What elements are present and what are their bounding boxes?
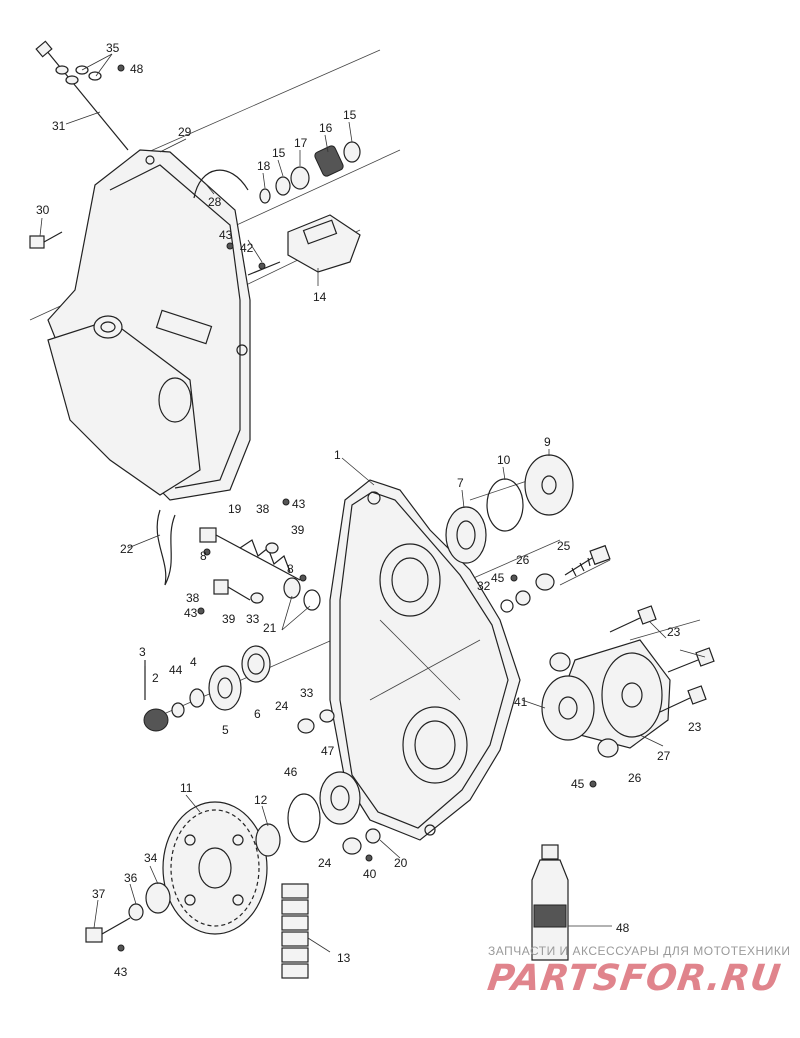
callout-28: 28 [208,195,222,209]
callout-26a: 26 [516,553,530,567]
shaft-31 [35,40,129,151]
callout-16: 16 [319,121,333,135]
callout-17: 17 [294,136,308,150]
callout-26b: 26 [628,771,642,785]
callout-46: 46 [284,765,298,779]
callout-25: 25 [557,539,571,553]
callout-2: 2 [152,671,159,685]
bolt-30 [29,231,63,249]
chain-case-cover [47,149,251,501]
callout-9: 9 [544,435,551,449]
callout-12: 12 [254,793,268,807]
callout-19: 19 [228,502,242,516]
callout-43b: 43 [292,497,306,511]
callout-1: 1 [334,448,341,462]
bearing-group-upper [445,454,574,564]
callout-44: 44 [169,663,183,677]
callout-20: 20 [394,856,408,870]
callout-45b: 45 [571,777,585,791]
callout-42: 42 [240,241,254,255]
callout-23b: 23 [688,720,702,734]
callout-38a: 38 [256,502,270,516]
tensioner-group [193,141,361,276]
sprocket-group [85,801,281,952]
callout-5: 5 [222,723,229,737]
callout-31: 31 [52,119,66,133]
callout-48b: 48 [616,921,630,935]
callout-43a: 43 [219,228,233,242]
gear-case [329,479,521,841]
callout-14: 14 [313,290,327,304]
callout-45a: 45 [491,571,505,585]
callout-43c: 43 [184,606,198,620]
small-gear-group [143,645,271,732]
oil-bottle-48 [531,844,569,961]
callout-39b: 39 [222,612,236,626]
callout-41: 41 [514,695,528,709]
callout-22: 22 [120,542,134,556]
callout-11: 11 [180,781,193,795]
chain-13 [281,883,309,979]
bearing-cover-group [541,605,715,788]
callout-39a: 39 [291,523,305,537]
callout-36: 36 [124,871,138,885]
callout-10: 10 [497,453,511,467]
pin-22 [156,509,176,586]
callout-47: 47 [321,744,335,758]
watermark-logo: PARTSFOR.RU [485,958,784,999]
callout-40: 40 [363,867,377,881]
callout-6: 6 [254,707,261,721]
leader-lines [39,53,706,953]
callout-15a: 15 [343,108,357,122]
callout-30: 30 [36,203,50,217]
callout-48a: 48 [130,62,144,76]
callout-33b: 33 [300,686,314,700]
callout-13: 13 [337,951,351,965]
bolt-25-group [500,544,611,613]
callout-7: 7 [457,476,464,490]
callout-8b: 8 [287,562,294,576]
watermark-tagline: ЗАПЧАСТИ И АКСЕССУАРЫ ДЛЯ МОТОТЕХНИКИ [488,944,791,958]
bearing-group-lower [287,771,361,843]
callout-4: 4 [190,655,197,669]
bolt-spring-group [197,498,321,615]
callout-33a: 33 [246,612,260,626]
callout-35: 35 [106,41,120,55]
callout-3: 3 [139,645,146,659]
nuts-24-33 [297,709,381,862]
callout-21: 21 [263,621,277,635]
callout-24b: 24 [318,856,332,870]
callout-43d: 43 [114,965,128,979]
callout-18: 18 [257,159,271,173]
callout-34: 34 [144,851,158,865]
callout-29: 29 [178,125,192,139]
callout-32: 32 [477,579,491,593]
callout-27: 27 [657,749,671,763]
callout-8a: 8 [200,549,207,563]
callout-23a: 23 [667,625,681,639]
callout-38b: 38 [186,591,200,605]
callout-15b: 15 [272,146,286,160]
callout-37: 37 [92,887,106,901]
callout-24a: 24 [275,699,289,713]
